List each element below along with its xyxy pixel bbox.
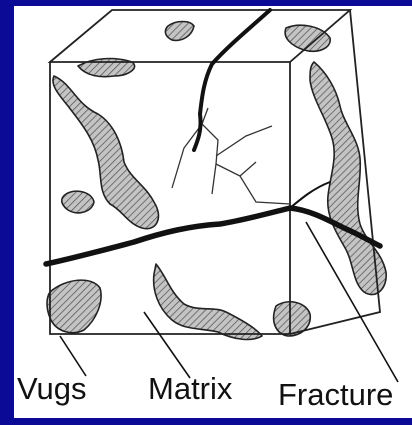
label-fracture: Fracture xyxy=(278,379,393,410)
vug-top-center xyxy=(165,22,194,41)
fracture-vertical xyxy=(194,10,270,150)
rock-block-diagram xyxy=(14,6,412,418)
vug-bottom-left xyxy=(47,280,101,333)
microfracture-network xyxy=(172,108,290,204)
diagram-panel: Vugs Matrix Fracture xyxy=(14,6,412,418)
leader-vugs xyxy=(60,336,86,376)
label-matrix: Matrix xyxy=(148,373,232,404)
vug-regions xyxy=(47,22,386,340)
vug-left-small xyxy=(62,191,94,213)
label-vugs: Vugs xyxy=(17,373,87,404)
vug-bottom-center xyxy=(154,264,262,339)
fracture-branch xyxy=(290,182,330,208)
